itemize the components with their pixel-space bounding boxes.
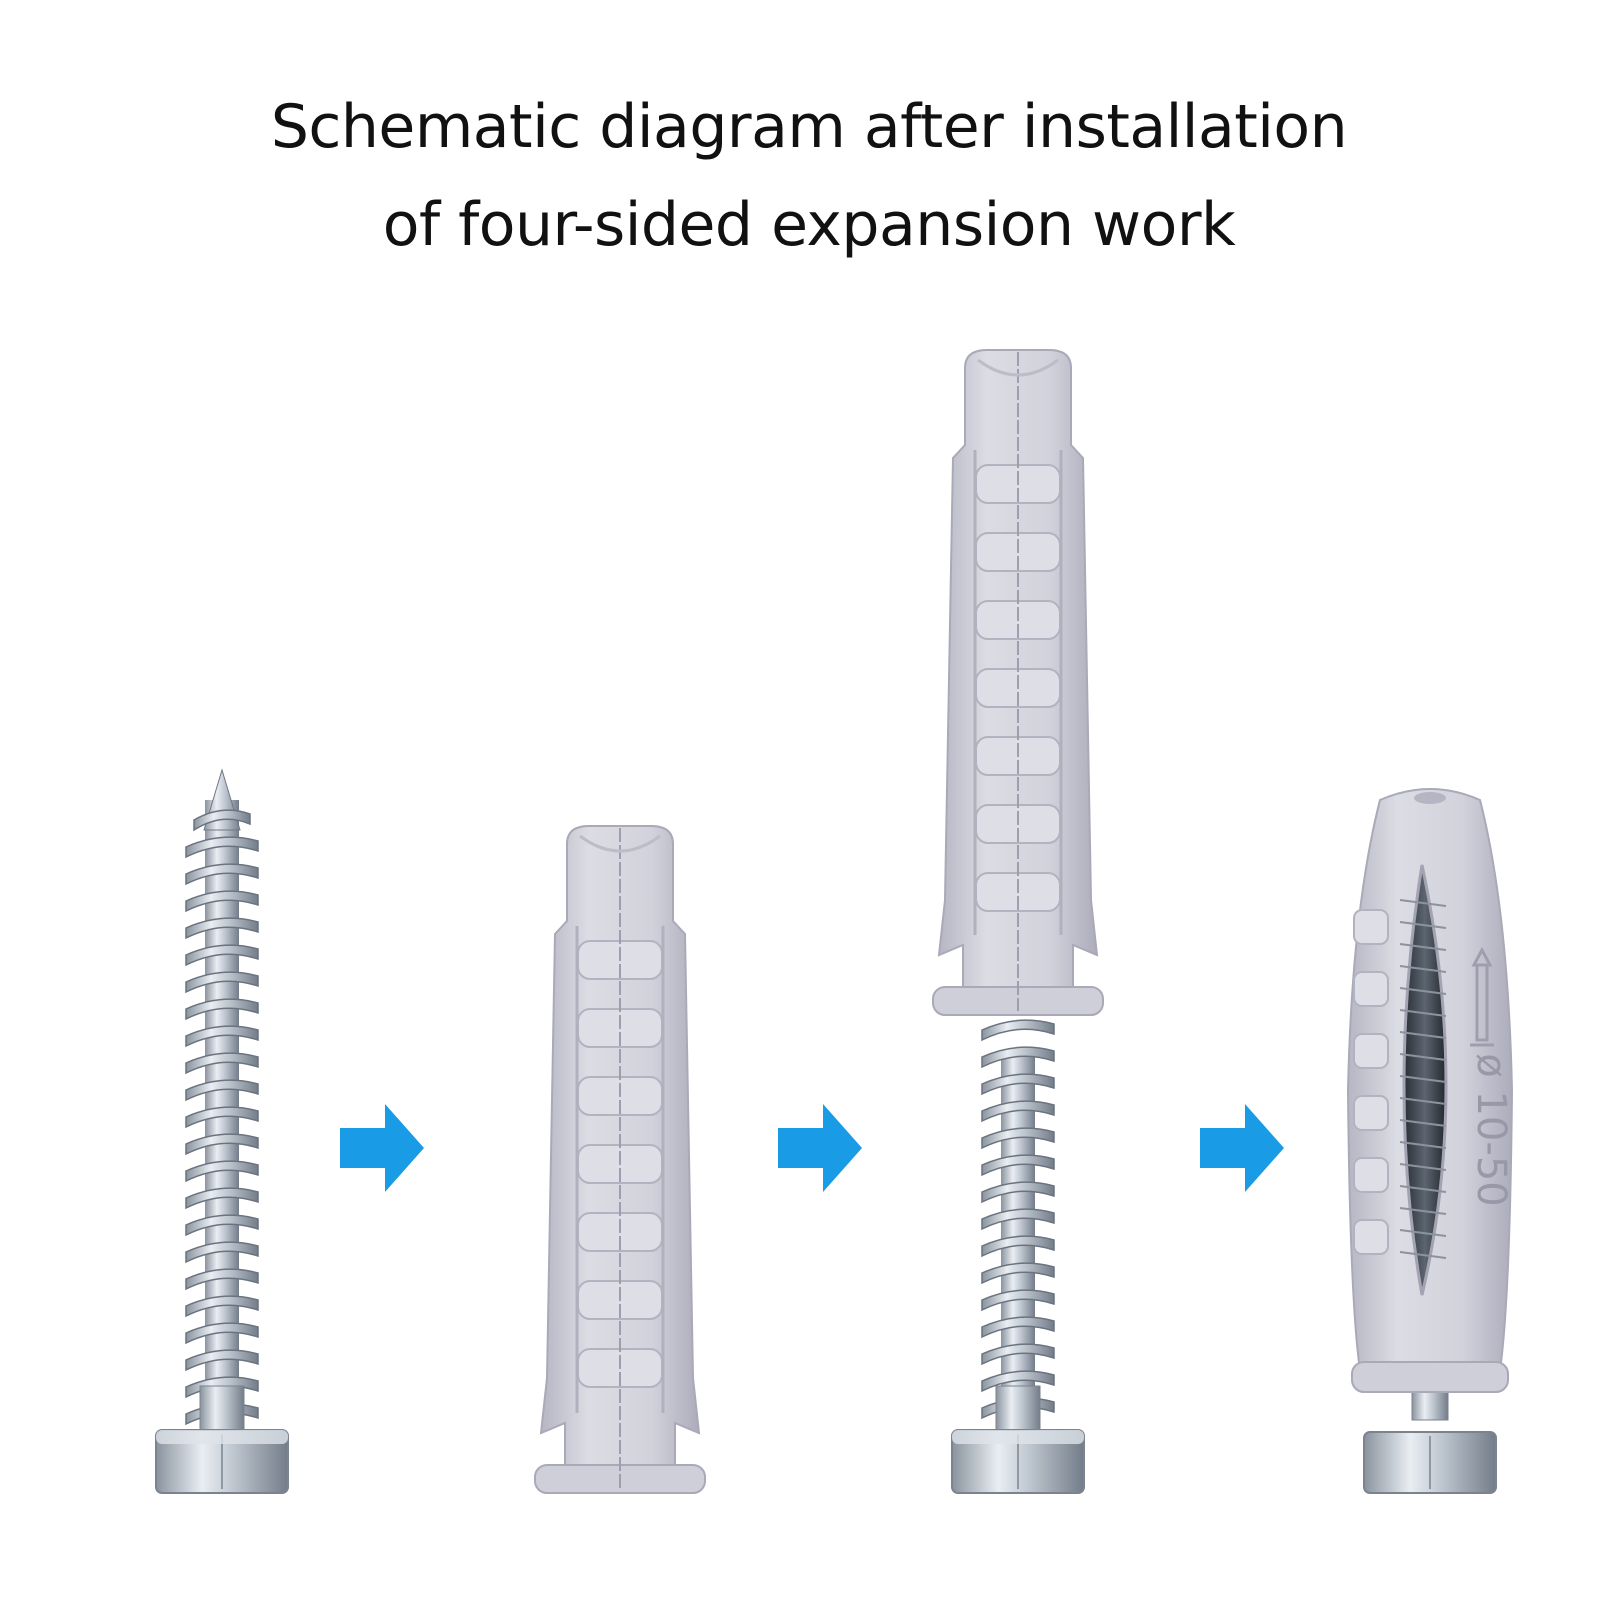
title-line-1: Schematic diagram after installation: [270, 92, 1348, 162]
anchor-marking-label: ø 10-50: [1468, 1053, 1514, 1206]
title-line-2: of four-sided expansion work: [382, 190, 1236, 260]
screw-icon: [155, 768, 289, 1494]
arrow-right-icon: [1200, 1104, 1284, 1192]
anchor-on-screw-icon: [932, 349, 1104, 1016]
arrow-right-icon: [778, 1104, 862, 1192]
expanded-anchor-icon: [1346, 788, 1514, 1494]
screw-inserted-icon: [951, 1019, 1085, 1494]
arrow-right-icon: [340, 1104, 424, 1192]
expansion-anchor-icon: [534, 825, 706, 1494]
page-title: Schematic diagram after installation of …: [0, 78, 1618, 274]
